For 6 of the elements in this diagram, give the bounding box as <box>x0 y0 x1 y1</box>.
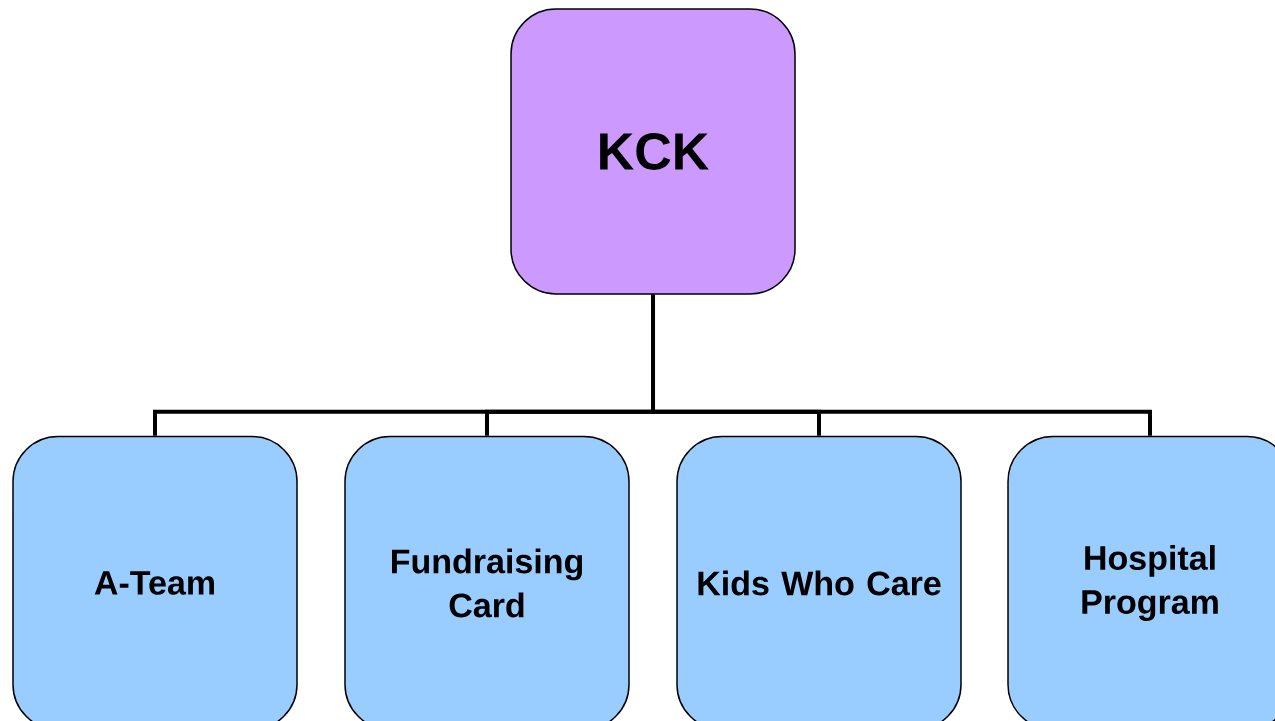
connector-line <box>651 294 1152 436</box>
rounded-box: Fundraising Card <box>344 435 630 721</box>
rounded-box: Kids Who Care <box>676 435 962 721</box>
rounded-box: A-Team <box>12 435 298 721</box>
rounded-box: Hospital Program <box>1007 435 1275 721</box>
rounded-box: KCK <box>510 8 796 295</box>
